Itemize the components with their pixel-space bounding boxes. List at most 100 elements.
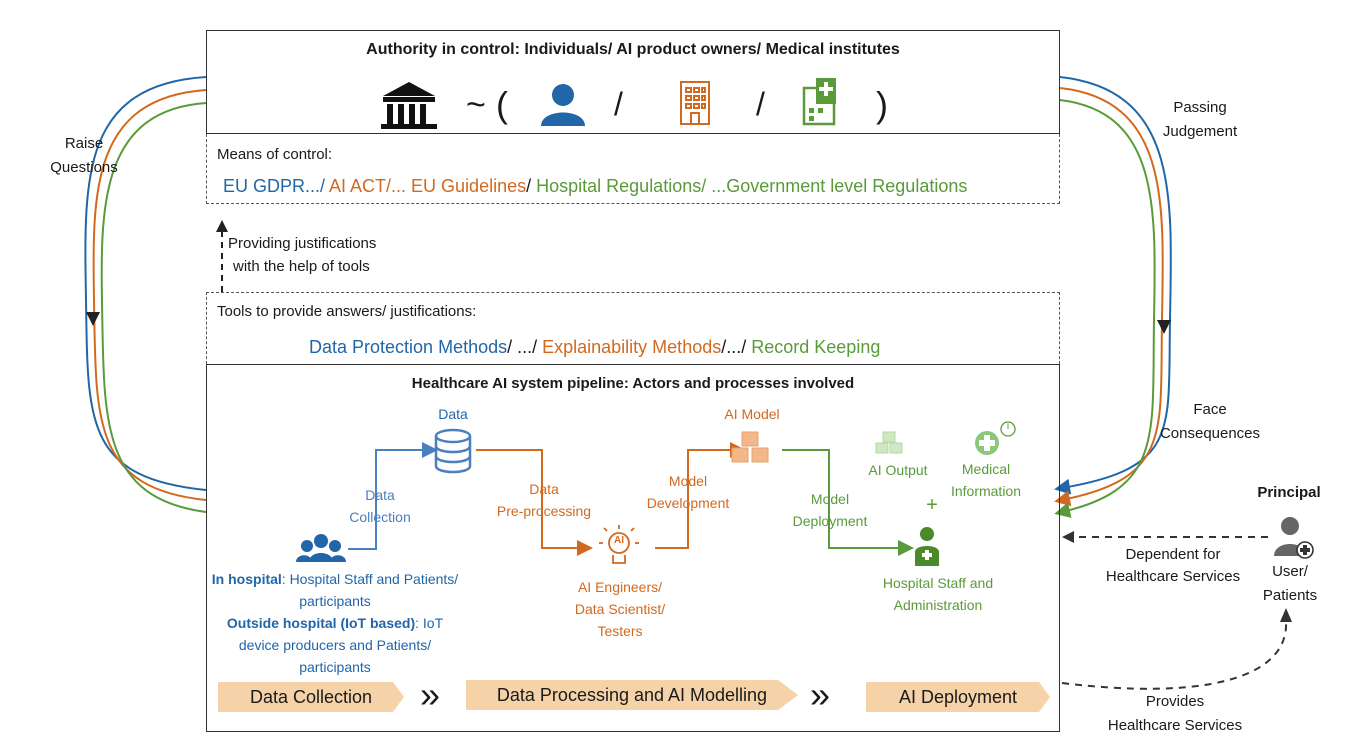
in-hospital-rest: : Hospital Staff and Patients/ — [281, 571, 459, 587]
means-hospital-regs: Hospital Regulations/ ...Government leve… — [536, 176, 968, 196]
outside-rest: : IoT — [415, 615, 444, 631]
ai-output-cubes-icon — [875, 431, 903, 454]
pipeline-box: Healthcare AI system pipeline: Actors an… — [206, 364, 1060, 732]
patient-user-icon — [1274, 517, 1314, 559]
raise-line2: Questions — [50, 159, 118, 176]
ai-engineer-icon — [599, 525, 639, 564]
medical-info-line2: Information — [950, 483, 1022, 499]
info-badge: i — [1006, 421, 1010, 432]
justification-text: Providing justifications with the help o… — [228, 232, 376, 278]
face-line2: Consequences — [1159, 425, 1261, 442]
left-arc-arrowhead — [86, 312, 100, 326]
means-label: Means of control: — [217, 146, 333, 163]
development-line — [655, 442, 746, 549]
ai-model-label: AI Model — [724, 406, 780, 422]
stage-separator-2: » — [810, 674, 831, 715]
stage-separator-1: » — [420, 674, 441, 715]
means-list: EU GDPR.../ AI ACT/... EU Guidelines/ Ho… — [223, 176, 967, 197]
ai-badge: AI — [614, 535, 624, 546]
engineers-label: AI Engineers/ Data Scientist/ Testers — [560, 576, 680, 642]
raise-line1: Raise — [64, 135, 104, 152]
preprocessing-label: Data Pre-processing — [486, 478, 602, 522]
stage-processing-modelling: Data Processing and AI Modelling — [466, 680, 798, 710]
means-ai-act: AI ACT/... EU Guidelines — [325, 176, 527, 196]
user-patients-label: User/ Patients — [1250, 560, 1330, 608]
engineers-line1: AI Engineers/ — [577, 579, 663, 595]
data-collection-line2: Collection — [349, 509, 411, 525]
tools-list: Data Protection Methods/ .../ Explainabi… — [309, 337, 880, 358]
formula-slash2: / — [756, 86, 765, 122]
user-line1: User/ — [1272, 563, 1308, 580]
preprocessing-line — [476, 449, 593, 556]
passing-judgement-label: Passing Judgement — [1140, 96, 1260, 144]
model-dev-line1: Model — [668, 473, 708, 489]
actors-line2: participants — [299, 593, 371, 609]
actors-line1: In hospital: Hospital Staff and Patients… — [200, 568, 470, 590]
doctor-icon — [915, 527, 939, 566]
raise-questions-label: Raise Questions — [34, 132, 134, 180]
model-dev-line2: Development — [646, 495, 730, 511]
provides-label: Provides Healthcare Services — [1080, 690, 1270, 738]
in-hospital-bold: In hospital — [211, 571, 282, 587]
provides-arrow — [1061, 619, 1288, 690]
preproc-line2: Pre-processing — [496, 503, 592, 519]
model-deployment-label: Model Deployment — [780, 488, 880, 532]
government-building-icon — [381, 82, 437, 129]
passing-line1: Passing — [1173, 99, 1227, 116]
data-collection-label: Data Collection — [340, 484, 420, 528]
formula-close: ) — [876, 84, 888, 125]
left-arc-green — [100, 102, 207, 513]
means-gdpr: EU GDPR.../ — [223, 176, 326, 196]
people-group-icon — [296, 534, 346, 562]
ai-model-cubes-icon — [731, 431, 769, 463]
formula-tilde: ~ — [466, 86, 486, 124]
medical-info-icon — [975, 421, 1016, 455]
right-arc-green — [1054, 99, 1156, 518]
model-deploy-line1: Model — [810, 491, 850, 507]
plus-sign: + — [926, 494, 938, 516]
medical-info-line1: Medical — [961, 461, 1011, 477]
actors-line5: participants — [299, 659, 371, 675]
dependent-label: Dependent for Healthcare Services — [1078, 544, 1268, 588]
collection-line — [348, 442, 438, 550]
model-development-label: Model Development — [638, 470, 738, 514]
office-building-icon — [680, 81, 710, 125]
face-consequences-label: Face Consequences — [1150, 398, 1270, 446]
authority-title: Authority in control: Individuals/ AI pr… — [366, 41, 900, 58]
tools-box: Tools to provide answers/ justifications… — [206, 292, 1060, 364]
preproc-line1: Data — [529, 481, 559, 497]
dependent-line1: Dependent for — [1125, 546, 1221, 563]
deployment-line — [782, 449, 914, 556]
tools-sep2: /.../ — [721, 337, 752, 357]
hospital-staff-label: Hospital Staff and Administration — [866, 572, 1010, 616]
data-collection-actors: In hospital: Hospital Staff and Patients… — [200, 568, 470, 678]
tools-record-keeping: Record Keeping — [751, 337, 881, 357]
outside-bold: Outside hospital (IoT based) — [226, 615, 416, 631]
dependent-line2: Healthcare Services — [1105, 568, 1241, 585]
engineers-line3: Testers — [597, 623, 643, 639]
engineers-line2: Data Scientist/ — [574, 601, 666, 617]
right-arc-arrowhead — [1157, 320, 1171, 334]
passing-line2: Judgement — [1162, 123, 1238, 140]
formula-open: ( — [496, 84, 508, 125]
tools-data-protection: Data Protection Methods — [309, 337, 508, 357]
provides-line2: Healthcare Services — [1107, 717, 1243, 734]
formula-slash1: / — [614, 86, 623, 122]
stage-data-collection: Data Collection — [218, 682, 404, 712]
justification-line1: Providing justifications — [228, 235, 377, 252]
tools-label: Tools to provide answers/ justifications… — [217, 303, 477, 320]
authority-box: Authority in control: Individuals/ AI pr… — [206, 30, 1060, 134]
ai-output-label: AI Output — [868, 462, 928, 478]
tools-sep1: / .../ — [507, 337, 543, 357]
stage-ai-deployment: AI Deployment — [866, 682, 1050, 712]
data-collection-line1: Data — [365, 487, 395, 503]
tools-explainability: Explainability Methods — [542, 337, 722, 357]
means-box: Means of control: EU GDPR.../ AI ACT/...… — [206, 134, 1060, 204]
staff-line1: Hospital Staff and — [882, 575, 994, 591]
pipeline-title: Healthcare AI system pipeline: Actors an… — [411, 375, 855, 392]
actors-line3: Outside hospital (IoT based): IoT — [200, 612, 470, 634]
person-icon — [541, 84, 585, 126]
database-icon — [434, 428, 472, 474]
